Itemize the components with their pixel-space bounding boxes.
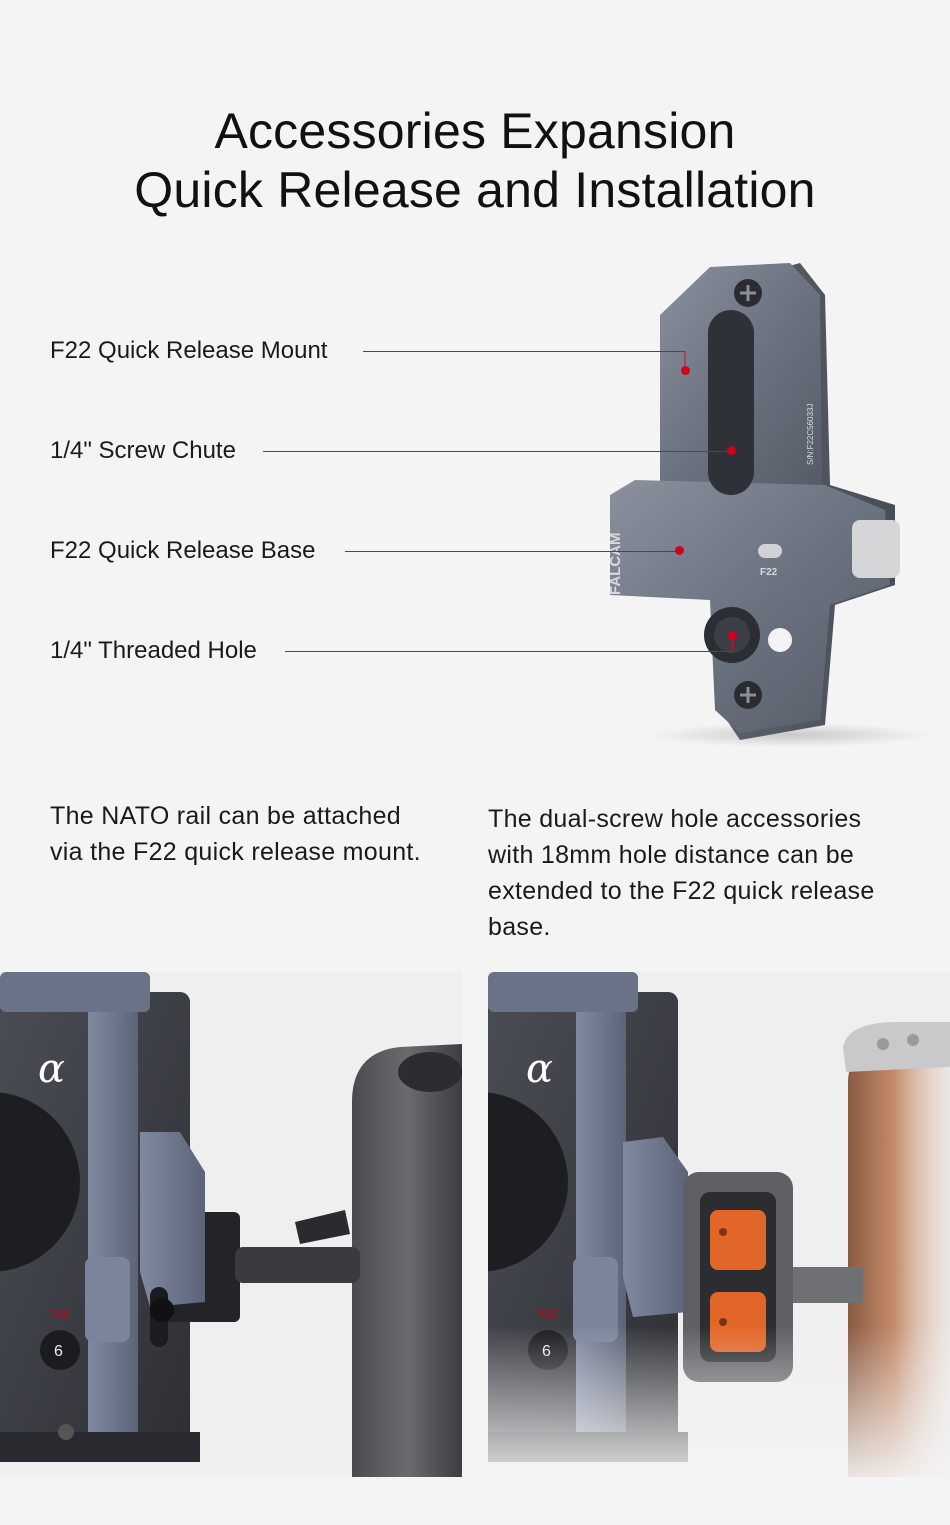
wooden-handle-installation-photo: α REC 6 xyxy=(488,972,950,1477)
model-engraving: F22 xyxy=(760,567,778,578)
leader-bend-mount xyxy=(684,351,686,370)
callout-dot-base xyxy=(675,546,684,555)
callout-dot-mount xyxy=(681,366,690,375)
callout-threaded-hole: 1/4" Threaded Hole xyxy=(50,637,257,664)
callout-quick-release-base: F22 Quick Release Base xyxy=(50,537,316,564)
callout-quick-release-mount: F22 Quick Release Mount xyxy=(50,337,328,364)
leader-line-hole xyxy=(285,651,733,652)
f22-quick-release-product-image: FALCAM F22 S/N:F22C56033J xyxy=(607,263,930,747)
leader-line-base xyxy=(345,551,680,552)
nato-rail-installation-photo: α REC 6 xyxy=(0,972,462,1477)
caption-dual-screw: The dual-screw hole accessories with 18m… xyxy=(488,805,875,941)
rec-label: REC xyxy=(48,1308,71,1320)
brand-engraving: FALCAM xyxy=(607,533,624,596)
leader-line-mount xyxy=(363,351,685,352)
callout-dot-hole xyxy=(728,631,737,640)
title-line-1: Accessories Expansion xyxy=(214,103,736,159)
leader-line-chute xyxy=(263,451,733,452)
title-line-2: Quick Release and Installation xyxy=(134,162,816,218)
caption-nato-rail: The NATO rail can be attached via the F2… xyxy=(50,802,421,866)
camera-button-number: 6 xyxy=(54,1343,63,1360)
leader-bend-hole xyxy=(732,636,733,652)
serial-engraving: S/N:F22C56033J xyxy=(806,404,815,465)
page-title: Accessories Expansion Quick Release and … xyxy=(0,102,950,220)
callout-dot-chute xyxy=(727,446,736,455)
camera-alpha-logo: α xyxy=(38,1046,65,1092)
callout-screw-chute: 1/4" Screw Chute xyxy=(50,437,236,464)
